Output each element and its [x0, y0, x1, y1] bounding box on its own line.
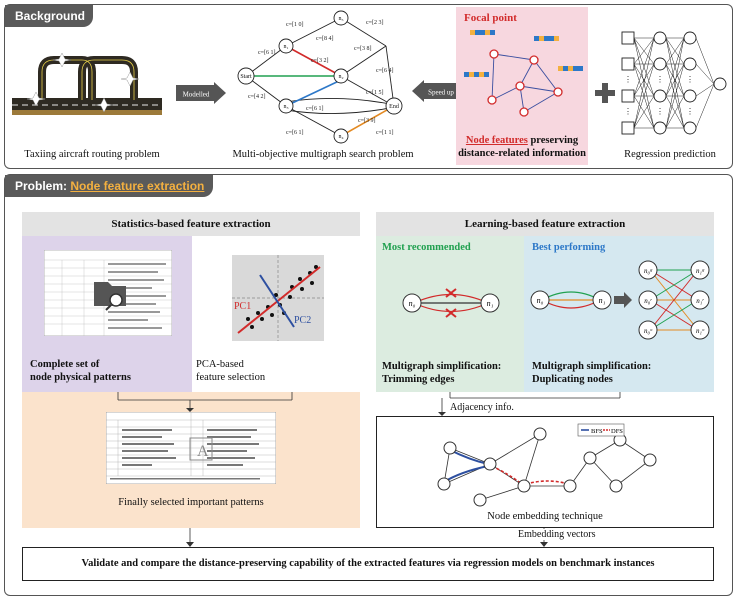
best-performing-label: Best performing [532, 242, 606, 253]
dup-nodes-label: Multigraph simplification:Duplicating no… [532, 361, 652, 385]
modelled-label: Modelled [183, 91, 210, 99]
svg-text:n₁ʳ: n₁ʳ [696, 297, 704, 305]
validate-text: Validate and compare the distance-preser… [81, 558, 655, 569]
plus-icon [595, 83, 615, 103]
svg-text:n₁ᵍ: n₁ᵍ [696, 267, 705, 275]
modelled-arrow: Modelled [176, 82, 226, 104]
bfs-label: BFS [591, 428, 603, 435]
adjacency-connector [438, 392, 621, 416]
svg-text:n₁ᵒ: n₁ᵒ [696, 327, 705, 335]
node-end: End [389, 104, 399, 110]
svg-text:A: A [197, 443, 209, 460]
svg-text:n₀ᵍ: n₀ᵍ [644, 267, 653, 275]
svg-text:c=[6 1]: c=[6 1] [286, 130, 304, 136]
node-n5: n₅ [338, 16, 343, 22]
svg-text:c=[3 9]: c=[3 9] [358, 118, 376, 124]
svg-text:n₁: n₁ [599, 296, 606, 305]
svg-text:⋮: ⋮ [686, 75, 694, 84]
learn-header-bar [376, 212, 714, 236]
svg-text:⋮: ⋮ [624, 75, 632, 84]
focal-graph [464, 30, 583, 117]
svg-text:⋮: ⋮ [656, 107, 664, 116]
embedding-vectors-label: Embedding vectors [516, 529, 598, 540]
embedding-technique-caption: Node embedding technique [487, 511, 603, 522]
svg-text:c=[6 1]: c=[6 1] [306, 106, 324, 112]
pc1-label: PC1 [234, 301, 251, 312]
node-start: Start [240, 74, 252, 80]
focal-point-label: Focal point [464, 12, 517, 24]
dfs-label: DFS [611, 428, 623, 435]
background-tag: Background [5, 5, 93, 27]
svg-text:c=[1 1]: c=[1 1] [376, 130, 394, 136]
node-n3: n₃ [283, 104, 288, 110]
taxi-caption: Taxiing aircraft routing problem [24, 149, 160, 160]
svg-text:c=[8 4]: c=[8 4] [316, 36, 334, 42]
validate-arrows [186, 528, 548, 547]
stats-title: Statistics-based feature extraction [111, 218, 271, 230]
speedup-arrow: Speed up [412, 80, 460, 102]
background-frame [4, 4, 733, 169]
patterns-table-image [44, 250, 172, 336]
taxiway-image [12, 52, 162, 115]
merge-connector [117, 392, 293, 412]
problem-tag: Problem: Node feature extraction [5, 175, 213, 197]
regression-caption: Regression prediction [624, 149, 716, 160]
node-features-line2: distance-related information [458, 148, 586, 159]
node-n4: n₄ [338, 134, 343, 140]
svg-text:⋮: ⋮ [656, 75, 664, 84]
multigraph-diagram: c=[6 1] c=[8 4] c=[3 2] c=[1 0] c=[2 3] … [237, 10, 403, 144]
node-n2: n₂ [338, 74, 343, 80]
svg-text:⋮: ⋮ [686, 107, 694, 116]
selected-table-image: A [106, 412, 276, 484]
svg-text:n₀ᵒ: n₀ᵒ [644, 327, 653, 335]
svg-text:n₀: n₀ [537, 296, 544, 305]
node-features-rest: preserving [527, 135, 579, 146]
node-features-highlight: Node features [465, 135, 528, 146]
node-n1: n₁ [283, 44, 288, 50]
regression-network: ⋮ ⋮ ⋮ ⋮ ⋮ ⋮ [621, 31, 727, 135]
validate-box [22, 547, 714, 581]
adjacency-info-label: Adjacency info. [448, 402, 516, 413]
svg-text:n₀ʳ: n₀ʳ [644, 297, 652, 305]
trim-edges-label: Multigraph simplification:Trimming edges [382, 361, 502, 385]
svg-text:c=[6 1]: c=[6 1] [258, 50, 276, 56]
svg-text:c=[3 2]: c=[3 2] [311, 58, 329, 64]
finally-selected-caption: Finally selected important patterns [118, 497, 264, 508]
node-features-caption: Node features preserving distance-relate… [456, 134, 588, 160]
svg-text:c=[1 0]: c=[1 0] [286, 22, 304, 28]
svg-text:c=[3 8]: c=[3 8] [354, 46, 372, 52]
node-embedding-graph: BFS DFS [437, 423, 657, 507]
svg-text:⋮: ⋮ [624, 107, 632, 116]
svg-text:c=[1 5]: c=[1 5] [366, 90, 384, 96]
speedup-label: Speed up [428, 89, 454, 97]
svg-text:c=[6 4]: c=[6 4] [376, 68, 394, 74]
svg-text:n₀: n₀ [409, 299, 416, 308]
learn-title: Learning-based feature extraction [464, 218, 626, 230]
pc2-label: PC2 [294, 315, 311, 326]
svg-text:c=[2 3]: c=[2 3] [366, 20, 384, 26]
duplicate-nodes-graph: n₀ n₁ n₀ᵍ n₀ʳ n₀ᵒ n₁ᵍ n₁ʳ n₁ᵒ [530, 260, 710, 340]
pca-scatter-plot: PC1 PC2 [232, 255, 324, 341]
trim-edges-graph: n₀ n₁ [402, 288, 500, 318]
svg-text:n₁: n₁ [487, 299, 494, 308]
multigraph-caption: Multi-objective multigraph search proble… [232, 149, 414, 160]
svg-text:c=[4 2]: c=[4 2] [248, 94, 266, 100]
dup-panel [524, 236, 714, 392]
most-recommended-label: Most recommended [382, 242, 471, 253]
stats-header-bar [22, 212, 360, 236]
